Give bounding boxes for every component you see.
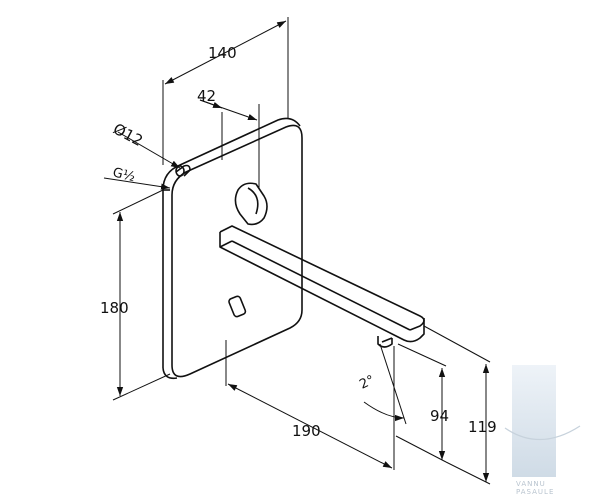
dimension-190: 190: [225, 340, 395, 470]
watermark-text-line1: VANNU: [516, 480, 546, 488]
spout-top-inner: [231, 240, 411, 331]
dimension-diameter: Ø12: [110, 120, 181, 169]
aerator-line: [381, 337, 393, 343]
dim-thread-leader: [103, 177, 171, 190]
spout: [219, 225, 425, 348]
wall-plate-back-edge: [162, 117, 301, 191]
dim-180-extension-top: [112, 189, 164, 215]
spout-top: [219, 225, 425, 331]
supply-connector: [175, 164, 191, 177]
dim-42-line-left: [199, 99, 223, 109]
dim-angle-label: 2°: [357, 373, 377, 393]
knob-body: [234, 182, 268, 226]
dimension-94: 94: [395, 343, 449, 463]
watermark-logo: VANNU PASAULE: [504, 365, 581, 496]
dim-180-label: 180: [100, 299, 129, 317]
dimension-42: 42: [197, 87, 260, 188]
dimension-thread: G½: [103, 165, 171, 190]
watermark-text-line2: PASAULE: [516, 488, 554, 496]
wall-plate-side-corner: [162, 367, 178, 380]
dim-180-extension-bottom: [112, 373, 171, 401]
dim-140-line: [164, 20, 287, 85]
dim-190-label: 190: [292, 422, 321, 440]
watermark-bar: [512, 365, 556, 477]
dim-94-label: 94: [430, 407, 449, 425]
temperature-knob: [234, 182, 268, 226]
dimension-angle: 2°: [357, 343, 407, 425]
dim-94-extension-top: [397, 343, 447, 367]
dim-190-line: [227, 383, 393, 469]
dim-119-label: 119: [468, 418, 497, 436]
wall-plate: [162, 117, 303, 380]
dim-119-extension-bottom: [445, 461, 491, 485]
dim-angle-ref: [379, 343, 407, 425]
dimension-140: 140: [162, 17, 289, 165]
aerator: [377, 336, 393, 348]
wall-plate-front-face: [171, 124, 303, 378]
dimension-119: 119: [423, 325, 497, 485]
watermark-swoosh: [504, 425, 581, 441]
dimension-180: 180: [100, 189, 171, 401]
spout-body: [219, 232, 425, 343]
connector-body: [175, 164, 191, 177]
dim-94-extension-bottom: [395, 435, 447, 463]
connector-end: [175, 165, 185, 177]
knob-face: [247, 187, 259, 215]
dim-119-extension-top: [423, 325, 491, 363]
sensor-window: [228, 295, 247, 318]
dim-diameter-leader: [117, 131, 181, 169]
dim-thread-label: G½: [111, 165, 137, 185]
spout-edge: [219, 240, 233, 248]
dim-angle-arc: [363, 401, 405, 422]
dim-140-label: 140: [208, 44, 237, 62]
dim-42-label: 42: [197, 87, 216, 105]
